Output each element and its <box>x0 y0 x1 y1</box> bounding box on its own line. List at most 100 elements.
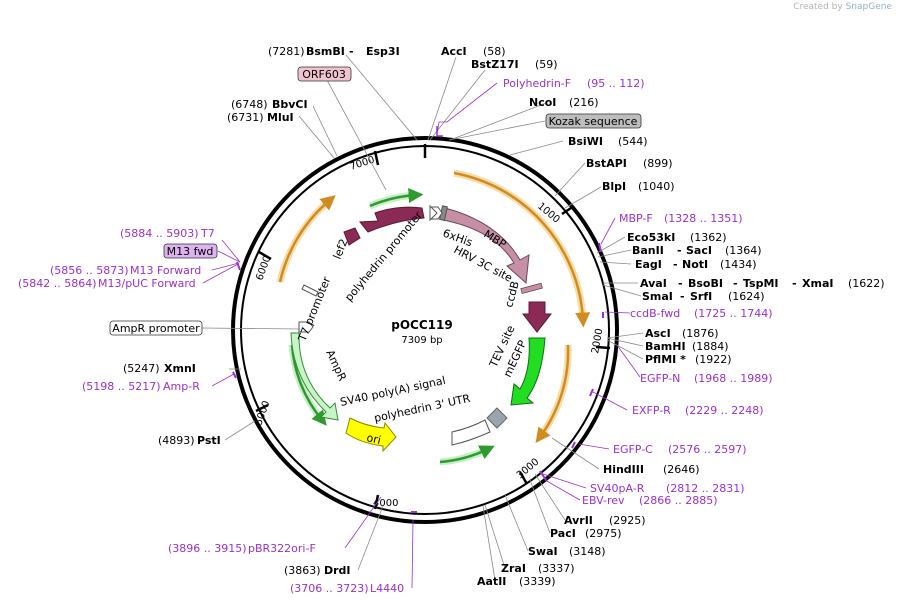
svg-text:(2925): (2925) <box>609 514 646 527</box>
site-blpi: BlpI (1040) <box>602 180 675 193</box>
svg-text:BstZ17I: BstZ17I <box>471 58 519 71</box>
svg-text:NotI: NotI <box>682 258 708 271</box>
svg-text:(3339): (3339) <box>519 575 556 588</box>
tick-marks <box>255 144 611 510</box>
svg-text:(1884): (1884) <box>692 340 729 353</box>
svg-text:XmnI: XmnI <box>164 362 196 375</box>
orf603-label: ORF603 <box>302 68 346 81</box>
svg-text:M13 Forward: M13 Forward <box>130 264 201 277</box>
svg-text:-: - <box>349 45 354 58</box>
t7-promoter-marker <box>301 284 319 297</box>
svg-text:XmaI: XmaI <box>802 277 833 290</box>
site-bstapi: BstAPI (899) <box>586 157 673 170</box>
svg-text:(3896 .. 3915): (3896 .. 3915) <box>168 542 247 555</box>
svg-text:AccI: AccI <box>441 45 467 58</box>
svg-text:-: - <box>678 277 683 290</box>
svg-text:NcoI: NcoI <box>529 96 556 109</box>
lef2-small-arrow <box>343 227 361 246</box>
site-bbvci: (6748) BbvCI <box>231 98 308 111</box>
svg-text:BbvCI: BbvCI <box>272 98 308 111</box>
primer-sv40pa-r: SV40pA-R (2812 .. 2831) <box>590 482 745 495</box>
site-bsiwi: BsiWI (544) <box>568 135 648 148</box>
svg-text:MBP-F: MBP-F <box>619 212 653 225</box>
primer-ebv-rev: EBV-rev (2866 .. 2885) <box>582 494 718 507</box>
backbone-outer <box>231 136 619 524</box>
orange-arc-3 <box>278 195 336 283</box>
svg-text:T7: T7 <box>200 227 215 240</box>
primer-polyhedrin-f: Polyhedrin-F (95 .. 112) <box>503 77 645 90</box>
svg-text:-: - <box>792 277 797 290</box>
site-eco53ki: Eco53kI (1362) <box>627 231 727 244</box>
svg-text:PacI: PacI <box>550 527 576 540</box>
site-avrii: AvrII (2925) <box>564 514 646 527</box>
svg-text:SmaI: SmaI <box>642 290 673 303</box>
orange-arc-2 <box>535 344 570 444</box>
lef2-arrow <box>359 206 425 233</box>
svg-text:(216): (216) <box>569 96 599 109</box>
svg-text:(1922): (1922) <box>695 353 732 366</box>
snapgene-credit: Created by SnapGene <box>793 2 892 12</box>
svg-text:(3148): (3148) <box>569 545 606 558</box>
svg-text:BamHI: BamHI <box>645 340 686 353</box>
svg-text:PflMI *: PflMI * <box>645 353 686 366</box>
svg-text:(1624): (1624) <box>728 290 765 303</box>
plasmid-length: 7309 bp <box>401 335 442 346</box>
site-ncoi: NcoI (216) <box>529 96 599 109</box>
svg-text:EXFP-R: EXFP-R <box>632 404 671 417</box>
site-paci: PacI (2975) <box>550 527 622 540</box>
primer-markers <box>232 126 604 513</box>
label-ori: ori <box>365 431 382 447</box>
svg-text:(544): (544) <box>618 135 648 148</box>
primer-ccdb-fwd: ccdB-fwd (1725 .. 1744) <box>630 307 773 320</box>
primer-puc-forward: (5842 .. 5864) M13/pUC Forward <box>18 277 196 290</box>
site-aatii: AatII (3339) <box>477 575 556 588</box>
svg-text:AvrII: AvrII <box>564 514 593 527</box>
primer-mbp-f: MBP-F (1328 .. 1351) <box>619 212 743 225</box>
svg-text:(5247): (5247) <box>123 362 160 375</box>
primer-t7: (5884 .. 5903) T7 <box>120 227 215 240</box>
svg-text:Polyhedrin-F: Polyhedrin-F <box>503 77 571 90</box>
primer-amp-r: (5198 .. 5217) Amp-R <box>82 380 200 393</box>
site-smai: SmaI - SrfI (1624) <box>642 290 765 303</box>
primer-leader-lines <box>202 82 641 589</box>
leader-lines <box>201 54 644 581</box>
ori-arrow <box>345 417 397 453</box>
kozak-box <box>545 113 642 129</box>
plasmid-name: pOCC119 <box>391 318 452 332</box>
svg-text:MluI: MluI <box>267 111 294 124</box>
site-bamhi: BamHI (1884) <box>645 340 729 353</box>
site-asci: AscI (1876) <box>645 327 719 340</box>
site-acci: AccI (58) <box>441 45 506 58</box>
ampr-promoter-marker <box>298 321 314 333</box>
svg-text:EGFP-C: EGFP-C <box>613 443 653 456</box>
ampr-promoter-label: AmpR promoter <box>112 322 200 335</box>
svg-text:(1622): (1622) <box>848 277 885 290</box>
site-eagi: EagI - NotI (1434) <box>635 258 757 271</box>
svg-text:(95 .. 112): (95 .. 112) <box>587 77 645 90</box>
primer-pbr322ori-f: (3896 .. 3915) pBR322ori-F <box>168 542 316 555</box>
primer-exfp-r: EXFP-R (2229 .. 2248) <box>632 404 764 417</box>
primer-m13-forward: (5856 .. 5873) M13 Forward <box>50 264 201 277</box>
svg-text:(2812 .. 2831): (2812 .. 2831) <box>666 482 745 495</box>
svg-text:(58): (58) <box>483 45 506 58</box>
label-ampr: AmpR <box>323 348 349 384</box>
svg-text:BsiWI: BsiWI <box>568 135 603 148</box>
site-psti: (4893) PstI <box>158 434 221 447</box>
svg-text:(5856 .. 5873): (5856 .. 5873) <box>50 264 129 277</box>
svg-text:(3863): (3863) <box>284 564 321 577</box>
tick-label-2000: 2000 <box>590 328 605 355</box>
svg-text:(1328 .. 1351): (1328 .. 1351) <box>664 212 743 225</box>
svg-text:DrdI: DrdI <box>324 564 351 577</box>
site-pflmi: PflMI * (1922) <box>645 353 732 366</box>
svg-text:Esp3I: Esp3I <box>366 45 400 58</box>
svg-text:BlpI: BlpI <box>602 180 626 193</box>
svg-text:-: - <box>680 290 685 303</box>
orange-arc-1 <box>453 171 591 328</box>
svg-text:L4440: L4440 <box>370 582 404 595</box>
site-bsmbi: (7281) BsmBI - Esp3I <box>268 45 400 58</box>
kozak-label: Kozak sequence <box>549 115 638 128</box>
svg-text:(5884 .. 5903): (5884 .. 5903) <box>120 227 199 240</box>
svg-text:EBV-rev: EBV-rev <box>582 494 625 507</box>
label-t7-promoter: T7 promoter <box>295 275 333 345</box>
